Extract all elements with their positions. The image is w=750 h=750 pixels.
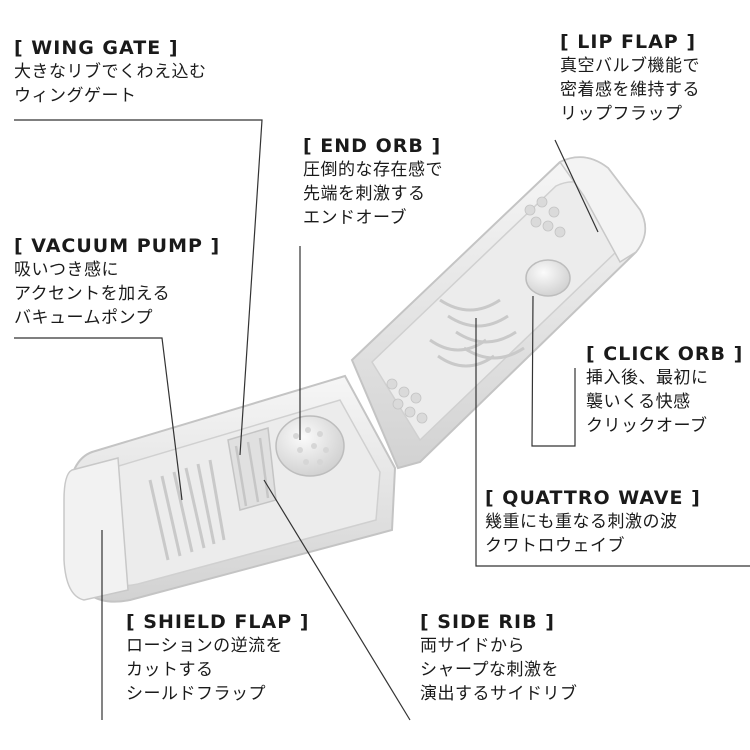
leader-lines [14, 119, 750, 721]
right-shell [350, 156, 647, 470]
callout-click-orb: [ CLICK ORB ] 挿入後、最初に 襲いくる快感 クリックオーブ [586, 342, 743, 438]
callout-line: ローションの逆流を [126, 636, 284, 656]
callout-line: リップフラップ [560, 104, 683, 124]
callout-title: [ SHIELD FLAP ] [126, 611, 310, 633]
callout-line: アクセントを加える [14, 284, 171, 304]
callout-quattro-wave: [ QUATTRO WAVE ] 幾重にも重なる刺激の波 クワトロウェイブ [485, 486, 701, 558]
callout-title: [ LIP FLAP ] [560, 31, 697, 53]
callout-line: 演出するサイドリブ [420, 684, 578, 704]
callout-line: 先端を刺激する [303, 184, 426, 204]
callout-line: ウィングゲート [14, 86, 137, 106]
callout-line: エンドオーブ [303, 208, 407, 228]
callout-lip-flap: [ LIP FLAP ] 真空バルブ機能で 密着感を維持する リップフラップ [560, 30, 700, 126]
callout-line: 密着感を維持する [560, 80, 700, 100]
callout-line: クワトロウェイブ [485, 536, 625, 556]
callout-line: バキュームポンプ [14, 308, 153, 328]
callout-line: 挿入後、最初に [586, 368, 709, 388]
callout-line: クリックオーブ [586, 416, 708, 436]
callout-line: 両サイドから [420, 636, 525, 656]
callout-line: 真空バルブ機能で [560, 56, 700, 76]
callout-title: [ END ORB ] [303, 135, 442, 157]
callout-side-rib: [ SIDE RIB ] 両サイドから シャープな刺激を 演出するサイドリブ [420, 610, 578, 706]
callout-vacuum-pump: [ VACUUM PUMP ] 吸いつき感に アクセントを加える バキュームポン… [14, 234, 220, 330]
callout-line: 圧倒的な存在感で [303, 160, 443, 180]
callout-line: 幾重にも重なる刺激の波 [485, 512, 678, 532]
callout-line: 襲いくる快感 [586, 392, 691, 412]
callout-line: シールドフラップ [126, 684, 266, 704]
callout-wing-gate: [ WING GATE ] 大きなリブでくわえ込む ウィングゲート [14, 36, 207, 108]
callout-title: [ QUATTRO WAVE ] [485, 487, 701, 509]
callout-line: シャープな刺激を [420, 660, 559, 680]
callout-title: [ CLICK ORB ] [586, 343, 744, 365]
callout-shield-flap: [ SHIELD FLAP ] ローションの逆流を カットする シールドフラップ [126, 610, 309, 706]
callout-title: [ WING GATE ] [14, 37, 179, 59]
callout-line: カットする [126, 660, 214, 680]
left-shell [63, 374, 397, 603]
callout-title: [ SIDE RIB ] [420, 611, 555, 633]
callout-title: [ VACUUM PUMP ] [14, 235, 221, 257]
callout-end-orb: [ END ORB ] 圧倒的な存在感で 先端を刺激する エンドオーブ [303, 134, 443, 230]
callout-line: 吸いつき感に [14, 260, 119, 280]
callout-line: 大きなリブでくわえ込む [14, 62, 207, 82]
